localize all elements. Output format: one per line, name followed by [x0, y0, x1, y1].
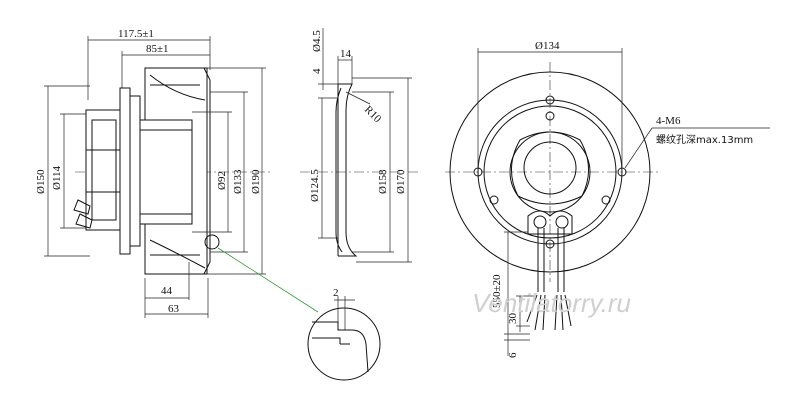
dim-motor-length: 85±1 — [146, 43, 169, 55]
dim-dia-170: Ø170 — [395, 169, 407, 194]
dim-dia-134: Ø134 — [535, 40, 560, 52]
section-view: Ø4.5 4 14 R10 Ø124.5 Ø158 Ø170 — [300, 28, 420, 263]
dim-dia-92: Ø92 — [216, 171, 228, 190]
dim-cable-length: 550±20 — [491, 274, 503, 308]
watermark: Ventilatorry.ru — [472, 288, 631, 318]
dim-30: 30 — [507, 313, 519, 325]
dim-dia-114: Ø114 — [51, 165, 63, 190]
dim-44: 44 — [161, 285, 173, 297]
dim-4: 4 — [311, 68, 323, 74]
dim-dia-133: Ø133 — [232, 169, 244, 194]
dim-6: 6 — [507, 352, 519, 358]
detail-leader-line — [217, 247, 319, 313]
detail-view: 2 — [307, 287, 381, 381]
dim-overall-length: 117.5±1 — [118, 28, 154, 40]
dim-2: 2 — [333, 287, 339, 299]
dim-dia-150: Ø150 — [35, 169, 47, 194]
dim-dia-124-5: Ø124.5 — [309, 169, 321, 202]
dim-dia-190: Ø190 — [250, 169, 262, 194]
dim-dia-158: Ø158 — [377, 169, 389, 194]
side-view: 117.5±1 85±1 Ø150 Ø114 — [35, 28, 270, 318]
front-view: Ø134 4-M6 螺纹孔深max.13mm 550±20 30 6 — [445, 40, 770, 358]
dim-63: 63 — [168, 303, 180, 315]
dim-r10: R10 — [362, 104, 384, 126]
dim-dia-4-5: Ø4.5 — [311, 30, 323, 52]
hole-spec: 4-M6 — [656, 115, 681, 127]
thread-note: 螺纹孔深max.13mm — [656, 133, 753, 146]
dim-14: 14 — [340, 48, 352, 60]
